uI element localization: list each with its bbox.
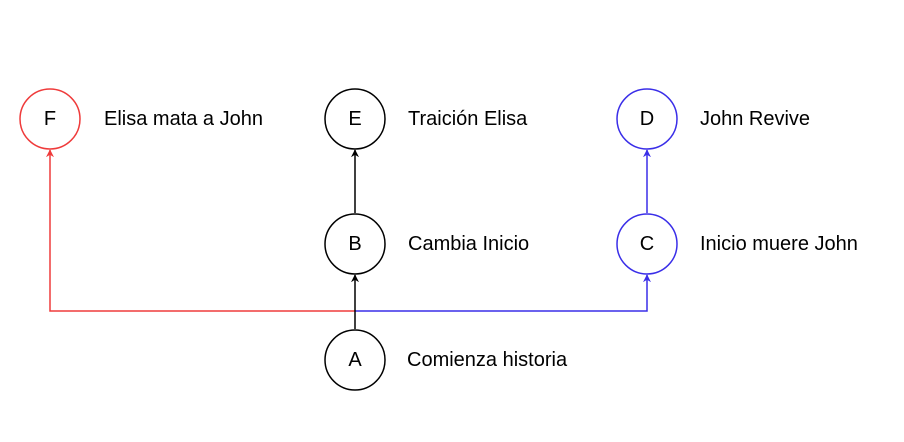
edge-a-to-f — [46, 149, 355, 312]
node-e-circle — [324, 88, 386, 150]
node-f-letter: F — [44, 108, 56, 130]
node-c[interactable]: C — [616, 213, 678, 275]
node-e[interactable]: E — [324, 88, 386, 150]
node-d-letter: D — [640, 108, 654, 130]
node-e-label: Traición Elisa — [408, 108, 528, 130]
node-f[interactable]: F — [19, 88, 81, 150]
node-d-label: John Revive — [700, 108, 810, 130]
node-f-label: Elisa mata a John — [104, 108, 263, 130]
node-a-letter: A — [348, 349, 362, 371]
node-b-label: Cambia Inicio — [408, 233, 529, 255]
edge-a-to-c — [355, 274, 651, 312]
node-b-letter: B — [348, 233, 361, 255]
node-a[interactable]: A — [324, 329, 386, 391]
node-a-label: Comienza historia — [407, 349, 568, 371]
node-c-letter: C — [640, 233, 654, 255]
node-c-circle — [616, 213, 678, 275]
node-d-circle — [616, 88, 678, 150]
node-e-letter: E — [348, 108, 361, 130]
node-f-circle — [19, 88, 81, 150]
node-a-circle — [324, 329, 386, 391]
node-b-circle — [324, 213, 386, 275]
node-d[interactable]: D — [616, 88, 678, 150]
node-c-label: Inicio muere John — [700, 233, 858, 255]
node-b[interactable]: B — [324, 213, 386, 275]
